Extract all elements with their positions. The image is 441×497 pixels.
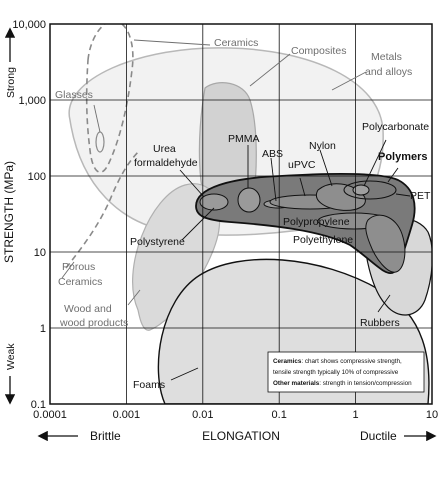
label-metals-line1: Metals — [371, 51, 402, 63]
region-wood — [132, 183, 221, 331]
region-pet — [343, 180, 397, 200]
label-wood-line1: Wood and — [64, 303, 112, 315]
x-axis-left-label: Brittle — [90, 429, 121, 443]
region-polyethylene — [365, 214, 406, 273]
y-tick-label: 0.1 — [31, 399, 46, 411]
y-tick-label: 10,000 — [12, 19, 46, 31]
label-rubbers: Rubbers — [360, 317, 400, 329]
y-tick-label: 100 — [28, 171, 46, 183]
label-urea-line1: Urea — [153, 143, 176, 155]
region-urea-formaldehyde — [199, 193, 229, 211]
region-pmma — [237, 187, 261, 213]
label-wood-line2: wood products — [59, 317, 128, 329]
label-pet: PET — [410, 190, 431, 202]
x-tick-label: 0.0001 — [33, 409, 67, 421]
label-abs: ABS — [262, 148, 283, 160]
plot-frame — [49, 23, 433, 405]
x-axis-title: ELONGATION — [202, 429, 280, 443]
y-axis-bottom-label: Weak — [5, 343, 17, 370]
label-upvc: uPVC — [288, 159, 316, 171]
leader-lines — [61, 39, 367, 306]
x-axis-right-label: Ductile — [360, 429, 397, 443]
label-urea-line2: formaldehyde — [134, 157, 198, 169]
label-polycarbonate: Polycarbonate — [362, 121, 429, 133]
annotation-box: Ceramics: chart shows compressive streng… — [267, 351, 425, 393]
label-metals-line2: and alloys — [365, 66, 412, 78]
y-axis-top-label: Strong — [5, 67, 17, 98]
label-ceramics: Ceramics — [214, 37, 258, 49]
x-tick-label: 0.01 — [192, 409, 213, 421]
label-pmma: PMMA — [228, 133, 260, 145]
label-composites: Composites — [291, 45, 346, 57]
svg-text:Ceramics: chart shows compress: Ceramics: chart shows compressive streng… — [273, 358, 402, 365]
svg-text:Other materials: strength in t: Other materials: strength in tension/com… — [273, 380, 412, 387]
label-polyethylene: Polyethylene — [293, 234, 353, 246]
label-porous-line2: Ceramics — [58, 276, 102, 288]
leader-lines-dark — [170, 139, 411, 381]
label-polymers: Polymers — [378, 151, 428, 163]
region-ceramics — [85, 24, 134, 173]
y-axis-title: STRENGTH (MPa) — [2, 161, 16, 263]
x-tick-label: 0.001 — [113, 409, 141, 421]
y-tick-label: 1,000 — [18, 95, 46, 107]
y-tick-label: 1 — [40, 323, 46, 335]
label-porous-line1: Porous — [62, 261, 95, 273]
label-nylon: Nylon — [309, 140, 336, 152]
x-tick-label: 1 — [353, 409, 359, 421]
label-polystyrene: Polystyrene — [130, 236, 185, 248]
x-tick-label: 0.1 — [272, 409, 287, 421]
label-foams: Foams — [133, 379, 165, 391]
x-tick-label: 10 — [426, 409, 438, 421]
label-glasses: Glasses — [55, 89, 93, 101]
svg-text:tensile strength typically 10%: tensile strength typically 10% of compre… — [273, 369, 399, 376]
y-tick-label: 10 — [34, 247, 46, 259]
label-polypropylene: Polypropylene — [283, 216, 350, 228]
region-polycarbonate — [352, 184, 370, 196]
